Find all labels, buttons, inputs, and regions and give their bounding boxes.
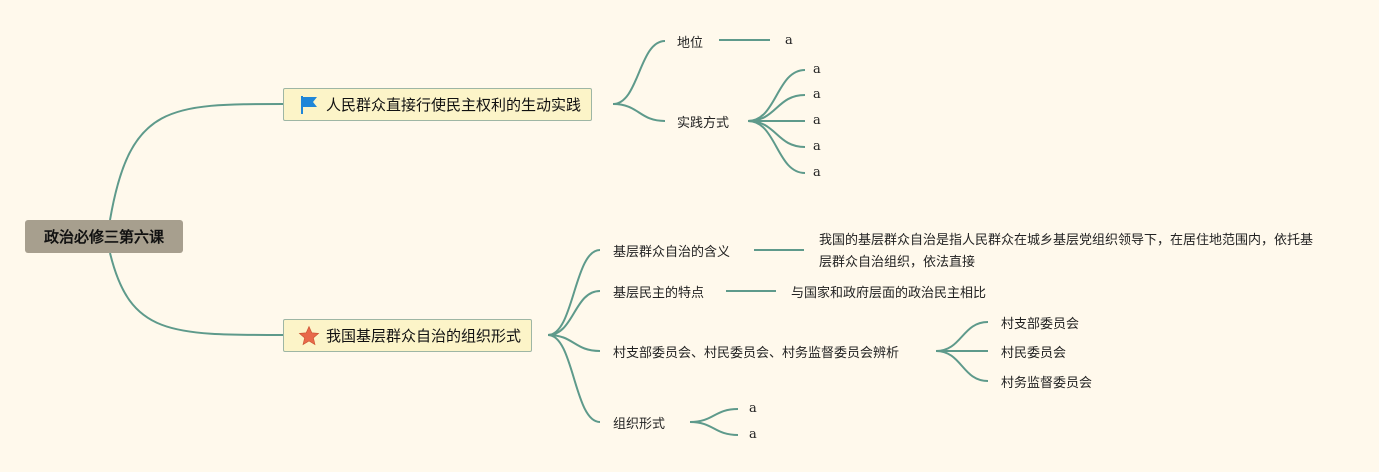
leaf-villagers-committee[interactable]: 村民委员会 bbox=[1001, 346, 1067, 361]
orange-star-icon bbox=[298, 325, 320, 347]
connector-branch-2-meaning bbox=[547, 249, 601, 336]
connector-branch-1-status bbox=[612, 40, 666, 105]
leaf-village-branch-committee[interactable]: 村支部委员会 bbox=[1001, 317, 1080, 332]
connector-committees-leaf-1 bbox=[935, 321, 989, 352]
connector-form-leaf-1 bbox=[689, 408, 739, 423]
subtopic-autonomy-meaning[interactable]: 基层群众自治的含义 bbox=[613, 245, 731, 260]
connector-form-leaf-2 bbox=[689, 421, 739, 436]
branch-topic-direct-democracy[interactable]: 人民群众直接行使民主权利的生动实践 bbox=[283, 88, 593, 121]
root-topic[interactable]: 政治必修三第六课 bbox=[25, 220, 183, 253]
connector-branch-1-practice bbox=[612, 103, 666, 122]
connector-branch-2-form bbox=[547, 334, 601, 423]
connector-practice-leaf-4 bbox=[747, 120, 806, 148]
connector-branch-2-committees bbox=[547, 334, 601, 352]
leaf-organization-form-a-2[interactable]: a bbox=[749, 427, 757, 442]
branch-topic-grassroots-autonomy[interactable]: 我国基层群众自治的组织形式 bbox=[283, 319, 533, 352]
leaf-practice-a-2[interactable]: a bbox=[813, 87, 821, 102]
subtopic-committees-distinction[interactable]: 村支部委员会、村民委员会、村务监督委员会辨析 bbox=[613, 346, 900, 361]
blue-flag-icon bbox=[298, 94, 320, 116]
subtopic-grassroots-democracy-features[interactable]: 基层民主的特点 bbox=[613, 286, 705, 301]
connector-branch-2-features bbox=[547, 290, 601, 336]
subtopic-status[interactable]: 地位 bbox=[677, 36, 704, 51]
leaf-practice-a-5[interactable]: a bbox=[813, 165, 821, 180]
leaf-democracy-comparison[interactable]: 与国家和政府层面的政治民主相比 bbox=[791, 286, 987, 301]
connector-practice-leaf-5 bbox=[747, 120, 806, 174]
leaf-organization-form-a-1[interactable]: a bbox=[749, 401, 757, 416]
branch-label: 人民群众直接行使民主权利的生动实践 bbox=[326, 96, 582, 114]
branch-label: 我国基层群众自治的组织形式 bbox=[326, 327, 522, 345]
subtopic-organization-form[interactable]: 组织形式 bbox=[613, 417, 666, 432]
leaf-practice-a-1[interactable]: a bbox=[813, 62, 821, 77]
connector-practice-leaf-2 bbox=[747, 94, 806, 122]
connector-committees-leaf-3 bbox=[935, 350, 989, 382]
leaf-practice-a-4[interactable]: a bbox=[813, 139, 821, 154]
connector-root-branch-2 bbox=[109, 252, 284, 336]
leaf-practice-a-3[interactable]: a bbox=[813, 113, 821, 128]
leaf-village-affairs-supervision-committee[interactable]: 村务监督委员会 bbox=[1001, 376, 1093, 391]
leaf-status-a[interactable]: a bbox=[785, 33, 793, 48]
connector-root-branch-1 bbox=[109, 103, 284, 221]
subtopic-practice-methods[interactable]: 实践方式 bbox=[677, 116, 730, 131]
leaf-autonomy-meaning-text[interactable]: 我国的基层群众自治是指人民群众在城乡基层党组织领导下，在居住地范围内，依托基层群… bbox=[819, 233, 1314, 270]
